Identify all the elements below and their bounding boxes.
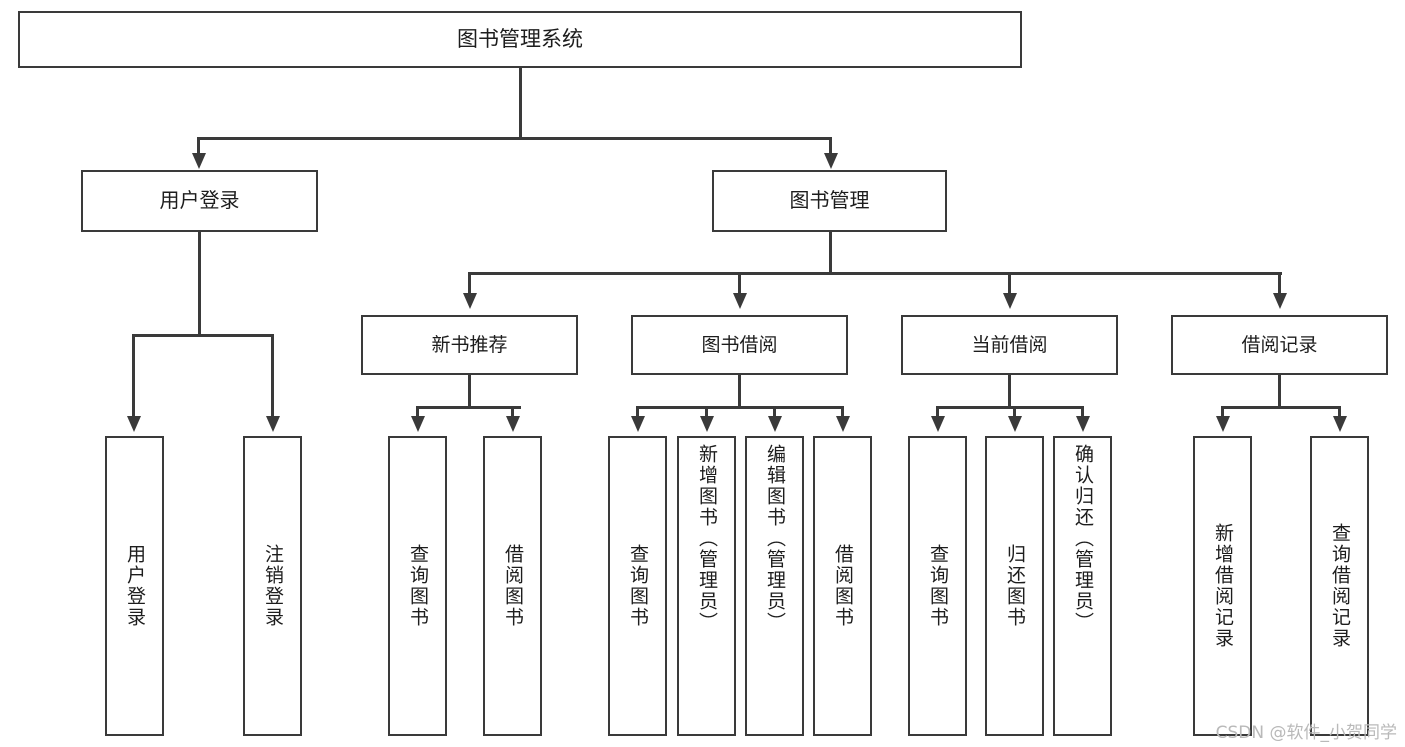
connector-book-mgmt-branch-4 xyxy=(1278,272,1281,297)
connector-user-login-branch-1 xyxy=(132,334,135,420)
node-label: 用户登录 xyxy=(159,188,240,213)
connector-root-to-book-mgmt xyxy=(829,137,832,157)
arrowhead-to-new-book-recommend xyxy=(463,293,477,309)
arrowhead-borrow-record-leaf-1 xyxy=(1216,416,1230,432)
connector-current-borrow-branch-3 xyxy=(1081,406,1084,420)
connector-root-stem xyxy=(519,68,522,138)
leaf-book-borrow-query-book[interactable]: 查询图书 xyxy=(608,436,667,736)
node-label: 图书管理 xyxy=(789,188,870,213)
leaf-borrow-record-query-record[interactable]: 查询借阅记录 xyxy=(1310,436,1369,736)
node-label: 归还图书 xyxy=(1004,544,1026,628)
arrowhead-borrow-record-leaf-2 xyxy=(1333,416,1347,432)
node-label: 图书管理系统 xyxy=(457,27,583,52)
leaf-book-borrow-borrow-book[interactable]: 借阅图书 xyxy=(813,436,872,736)
connector-new-book-stem xyxy=(468,375,471,408)
node-label: 借阅图书 xyxy=(832,544,854,628)
connector-user-login-branch-2 xyxy=(271,334,274,420)
node-label: 用户登录 xyxy=(124,544,146,628)
connector-book-borrow-stem xyxy=(738,375,741,408)
arrowhead-book-borrow-leaf-1 xyxy=(631,416,645,432)
node-label: 注销登录 xyxy=(262,544,284,628)
connector-book-borrow-branch-1 xyxy=(636,406,639,420)
arrowhead-book-borrow-leaf-2 xyxy=(700,416,714,432)
node-book-borrow[interactable]: 图书借阅 xyxy=(631,315,848,375)
node-new-book-recommend[interactable]: 新书推荐 xyxy=(361,315,578,375)
node-label: 查询图书 xyxy=(407,544,429,628)
connector-book-borrow-branch-2 xyxy=(705,406,708,420)
node-current-borrow[interactable]: 当前借阅 xyxy=(901,315,1118,375)
connector-book-mgmt-stem xyxy=(829,232,832,273)
arrowhead-new-book-leaf-1 xyxy=(411,416,425,432)
node-root-library-system[interactable]: 图书管理系统 xyxy=(18,11,1022,68)
leaf-borrow-record-add-record[interactable]: 新增借阅记录 xyxy=(1193,436,1252,736)
connector-user-login-split-bar xyxy=(133,334,273,337)
connector-book-mgmt-branch-3 xyxy=(1008,272,1011,297)
node-book-management[interactable]: 图书管理 xyxy=(712,170,947,232)
leaf-new-book-query-book[interactable]: 查询图书 xyxy=(388,436,447,736)
arrowhead-book-borrow-leaf-3 xyxy=(768,416,782,432)
arrowhead-to-book-borrow xyxy=(733,293,747,309)
connector-root-to-user-login xyxy=(197,137,200,157)
connector-borrow-record-branch-2 xyxy=(1338,406,1341,420)
connector-root-split-bar xyxy=(198,137,832,140)
arrowhead-to-borrow-record xyxy=(1273,293,1287,309)
leaf-current-borrow-query-book[interactable]: 查询图书 xyxy=(908,436,967,736)
connector-current-borrow-branch-1 xyxy=(936,406,939,420)
arrowhead-book-borrow-leaf-4 xyxy=(836,416,850,432)
node-label: 新增图书（管理员） xyxy=(696,444,718,633)
connector-user-login-stem xyxy=(198,232,201,335)
node-borrow-record[interactable]: 借阅记录 xyxy=(1171,315,1388,375)
node-label: 编辑图书（管理员） xyxy=(764,444,786,633)
leaf-current-borrow-return-book[interactable]: 归还图书 xyxy=(985,436,1044,736)
node-label: 确认归还（管理员） xyxy=(1072,444,1094,633)
connector-new-book-branch-2 xyxy=(511,406,514,420)
arrowhead-current-borrow-leaf-2 xyxy=(1008,416,1022,432)
leaf-user-login-logout[interactable]: 注销登录 xyxy=(243,436,302,736)
connector-borrow-record-branch-1 xyxy=(1221,406,1224,420)
node-label: 借阅图书 xyxy=(502,544,524,628)
node-label: 查询图书 xyxy=(927,544,949,628)
leaf-user-login-login[interactable]: 用户登录 xyxy=(105,436,164,736)
connector-current-borrow-branch-2 xyxy=(1013,406,1016,420)
connector-new-book-split-bar xyxy=(417,406,521,409)
arrowhead-to-current-borrow xyxy=(1003,293,1017,309)
connector-book-mgmt-split-bar xyxy=(469,272,1282,275)
leaf-current-borrow-confirm-return-admin[interactable]: 确认归还（管理员） xyxy=(1053,436,1112,736)
node-label: 查询图书 xyxy=(627,544,649,628)
leaf-new-book-borrow-book[interactable]: 借阅图书 xyxy=(483,436,542,736)
connector-book-mgmt-branch-1 xyxy=(468,272,471,297)
node-label: 新书推荐 xyxy=(431,333,508,356)
connector-current-borrow-split-bar xyxy=(937,406,1083,409)
arrowhead-current-borrow-leaf-3 xyxy=(1076,416,1090,432)
node-label: 新增借阅记录 xyxy=(1212,523,1234,649)
node-user-login[interactable]: 用户登录 xyxy=(81,170,318,232)
arrowhead-root-to-book-mgmt xyxy=(824,153,838,169)
connector-new-book-branch-1 xyxy=(416,406,419,420)
node-label: 当前借阅 xyxy=(971,333,1048,356)
connector-current-borrow-stem xyxy=(1008,375,1011,408)
node-label: 借阅记录 xyxy=(1241,333,1318,356)
node-label: 查询借阅记录 xyxy=(1329,523,1351,649)
connector-borrow-record-stem xyxy=(1278,375,1281,408)
node-label: 图书借阅 xyxy=(701,333,778,356)
arrowhead-user-login-leaf-1 xyxy=(127,416,141,432)
connector-borrow-record-split-bar xyxy=(1222,406,1339,409)
arrowhead-user-login-leaf-2 xyxy=(266,416,280,432)
leaf-book-borrow-edit-book-admin[interactable]: 编辑图书（管理员） xyxy=(745,436,804,736)
arrowhead-current-borrow-leaf-1 xyxy=(931,416,945,432)
connector-book-borrow-split-bar xyxy=(637,406,843,409)
arrowhead-root-to-user-login xyxy=(192,153,206,169)
connector-book-borrow-branch-4 xyxy=(841,406,844,420)
connector-book-borrow-branch-3 xyxy=(773,406,776,420)
leaf-book-borrow-add-book-admin[interactable]: 新增图书（管理员） xyxy=(677,436,736,736)
arrowhead-new-book-leaf-2 xyxy=(506,416,520,432)
connector-book-mgmt-branch-2 xyxy=(738,272,741,297)
